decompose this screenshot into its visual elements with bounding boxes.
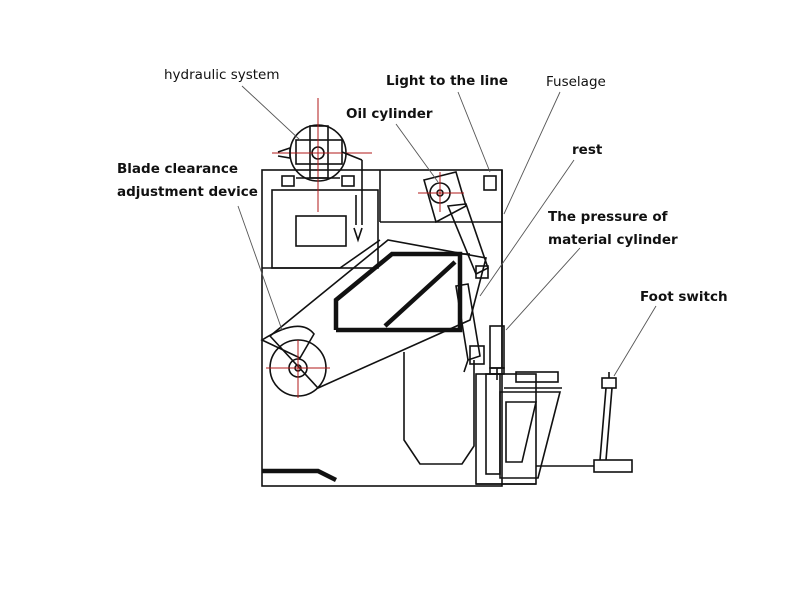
leader-blade-clearance (237, 205, 283, 331)
leader-fuselage (503, 91, 561, 215)
oil-cylinder (418, 171, 489, 279)
upper-housing (271, 189, 379, 269)
leader-rest (479, 159, 575, 297)
lower-table (403, 352, 475, 465)
blade-clearance-device (260, 325, 330, 398)
label-oil-cylinder: Oil cylinder (346, 106, 433, 122)
leader-oil-cylinder (395, 123, 439, 183)
foot-switch (536, 372, 633, 473)
blade-beam (268, 239, 487, 389)
label-hydraulic-system: hydraulic system (164, 67, 280, 83)
leader-foot-switch (613, 305, 657, 377)
label-pressure-line1: The pressure of (548, 209, 668, 225)
front-stand (475, 371, 562, 485)
label-pressure-cylinder: The pressure of material cylinder (548, 208, 678, 249)
rest-arm (455, 283, 485, 373)
label-light-to-the-line: Light to the line (386, 73, 509, 89)
label-blade-clearance: Blade clearance adjustment device (117, 160, 258, 201)
leader-pressure (505, 247, 581, 331)
label-blade-clearance-line2: adjustment device (117, 184, 258, 201)
hydraulic-system (272, 98, 372, 225)
leader-hydraulic (241, 85, 301, 141)
leader-light-line (457, 91, 491, 173)
label-blade-clearance-line1: Blade clearance (117, 161, 238, 177)
label-rest: rest (572, 142, 603, 158)
pressure-cylinder (489, 170, 505, 380)
leader-lines (237, 85, 657, 377)
label-pressure-line2: material cylinder (548, 232, 678, 249)
label-fuselage: Fuselage (546, 74, 606, 90)
label-foot-switch: Foot switch (640, 289, 728, 305)
